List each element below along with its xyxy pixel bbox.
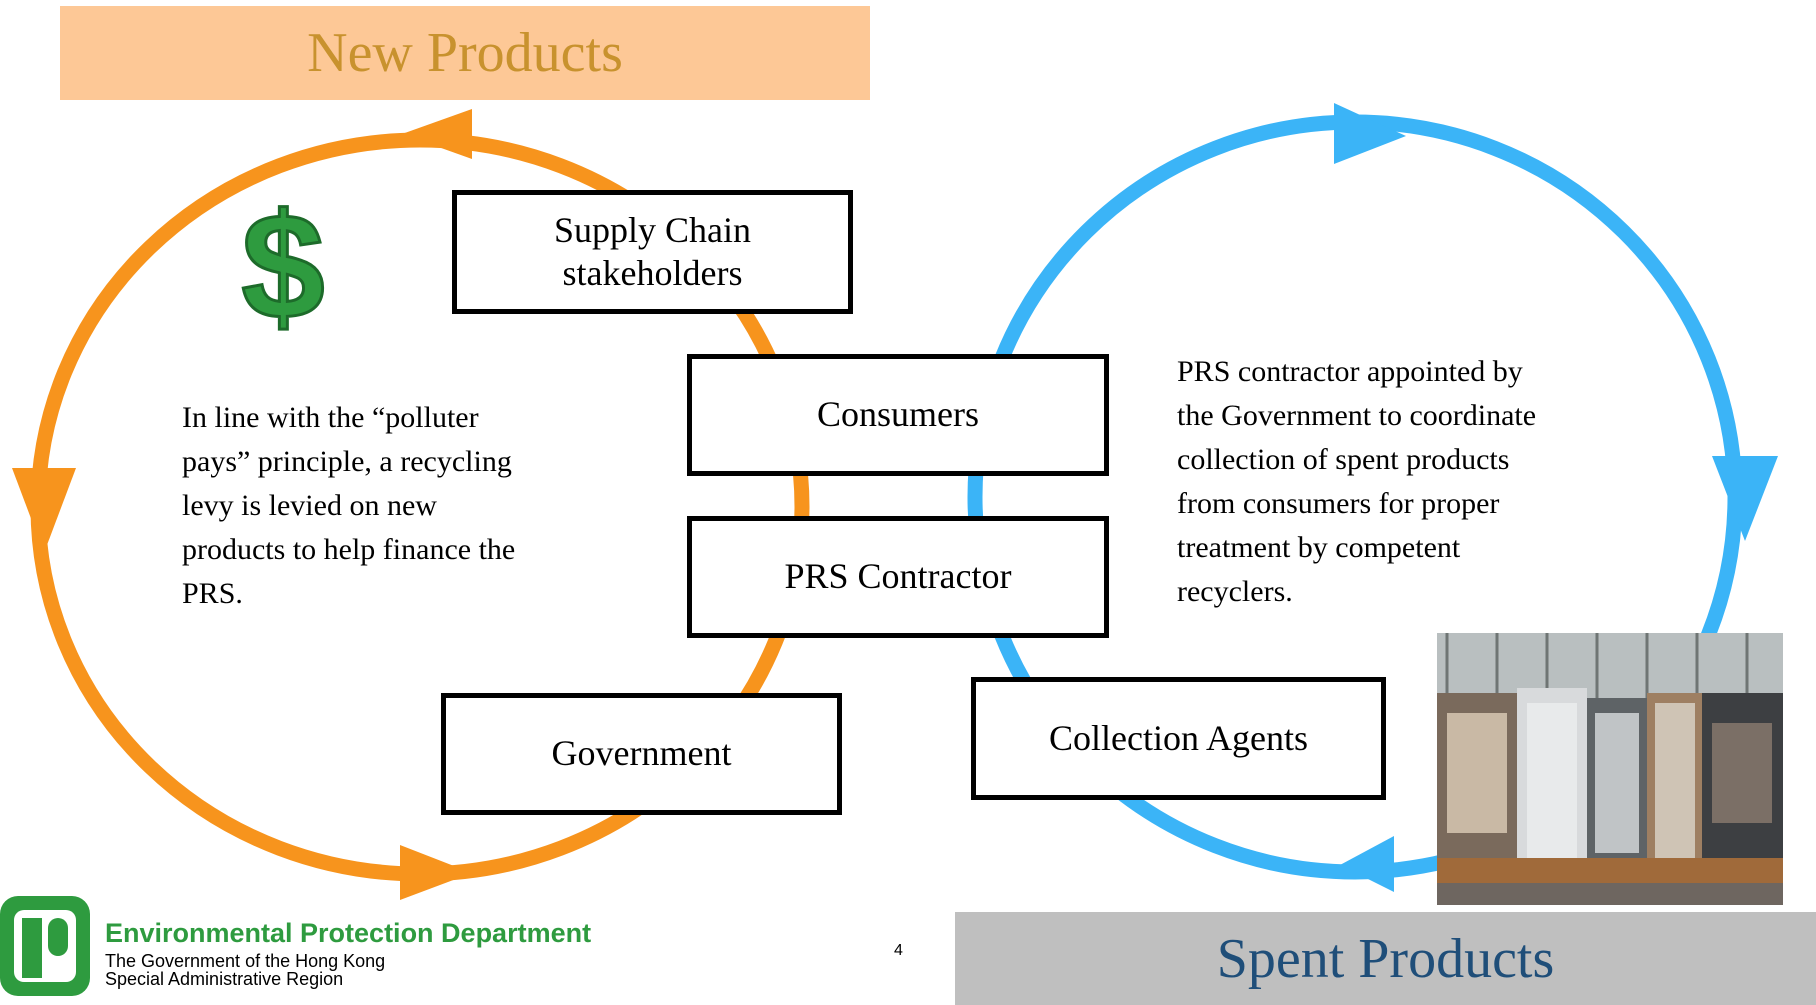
levy-line: pays” principle, a recycling <box>182 445 512 478</box>
epd-government-name: The Government of the Hong Kong Special … <box>105 952 385 988</box>
blue-arrow-top <box>1334 103 1406 164</box>
consumers-box: Consumers <box>687 354 1109 476</box>
levy-line: PRS. <box>182 577 243 610</box>
collection-agents-box: Collection Agents <box>971 677 1386 800</box>
levy-line: products to help finance the <box>182 533 516 566</box>
epd-department-name: Environmental Protection Department <box>105 918 592 948</box>
contractor-line: PRS contractor appointed by <box>1177 355 1523 388</box>
supply-chain-line-2: stakeholders <box>562 253 743 293</box>
orange-arrow-left <box>12 468 76 553</box>
levy-line: In line with the “polluter <box>182 401 479 434</box>
prs-contractor-box: PRS Contractor <box>687 516 1109 638</box>
contractor-description: PRS contractor appointed by the Governme… <box>1177 350 1617 614</box>
consumers-label: Consumers <box>817 394 979 435</box>
orange-arrow-top <box>402 109 472 159</box>
page-number: 4 <box>894 942 903 959</box>
recycling-warehouse-photo <box>1437 633 1783 905</box>
epd-logo-icon <box>0 896 90 996</box>
dollar-sign-icon: $ <box>240 181 326 352</box>
government-box: Government <box>441 693 842 815</box>
orange-arrow-bottom <box>400 845 472 900</box>
blue-arrow-bottom <box>1340 836 1394 892</box>
contractor-line: the Government to coordinate <box>1177 399 1537 432</box>
supply-chain-line-1: Supply Chain <box>553 209 751 250</box>
contractor-line: treatment by competent <box>1177 531 1461 564</box>
contractor-line: collection of spent products <box>1177 443 1510 476</box>
government-line-2: Special Administrative Region <box>105 969 344 989</box>
spent-products-label: Spent Products <box>1216 927 1555 990</box>
contractor-line: from consumers for proper <box>1177 487 1500 520</box>
collection-agents-label: Collection Agents <box>1049 717 1308 758</box>
contractor-line: recyclers. <box>1177 575 1293 608</box>
new-products-banner: New Products <box>60 6 870 100</box>
prs-contractor-label: PRS Contractor <box>784 556 1012 597</box>
svg-text:$: $ <box>241 182 324 350</box>
government-label: Government <box>551 733 732 774</box>
levy-description: In line with the “polluter pays” princip… <box>182 396 612 616</box>
spent-products-banner: Spent Products <box>955 912 1816 1005</box>
government-line-1: The Government of the Hong Kong <box>105 951 386 971</box>
new-products-label: New Products <box>307 22 623 84</box>
levy-line: levy is levied on new <box>182 489 437 522</box>
blue-arrow-right <box>1712 456 1778 541</box>
supply-chain-box: Supply Chain stakeholders <box>452 190 853 314</box>
